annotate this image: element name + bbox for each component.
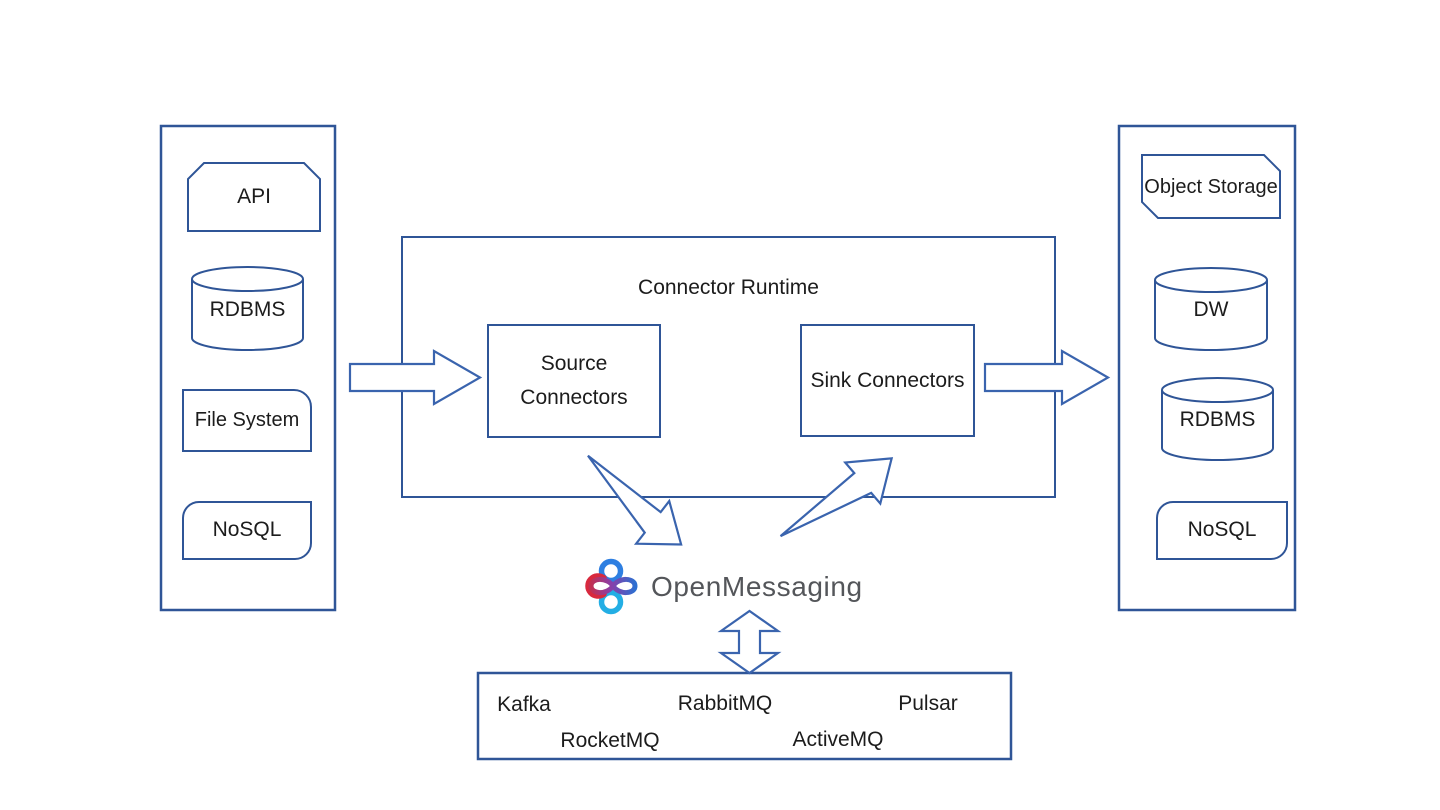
double-arrow-openmessaging-mq	[717, 609, 782, 675]
api-shape	[187, 162, 321, 232]
mq-products-box	[476, 671, 1013, 761]
openmessaging-logo-text: OpenMessaging	[651, 571, 863, 602]
openmessaging-logo-icon	[585, 558, 638, 615]
arrow-source-to-openmessaging	[587, 454, 683, 546]
source-connectors-box	[487, 324, 661, 438]
object-storage-shape	[1141, 154, 1281, 219]
file-system-shape	[182, 389, 312, 452]
nosql-right-shape	[1156, 501, 1288, 560]
nosql-left-shape	[182, 501, 312, 560]
mq-item-activemq: ActiveMQ	[792, 728, 884, 751]
sink-connectors-box	[800, 324, 975, 437]
mq-item-rocketmq: RocketMQ	[560, 729, 660, 752]
rdbms-right-cylinder	[1161, 377, 1274, 461]
dw-cylinder	[1154, 267, 1268, 351]
mq-item-rabbitmq: RabbitMQ	[677, 692, 773, 715]
arrow-runtime-to-sinks	[983, 349, 1111, 406]
rdbms-left-cylinder	[191, 266, 304, 351]
arrow-openmessaging-to-sink	[779, 457, 894, 538]
arrow-sources-to-runtime	[348, 349, 483, 406]
mq-item-kafka: Kafka	[497, 693, 551, 716]
mq-item-pulsar: Pulsar	[898, 692, 958, 715]
